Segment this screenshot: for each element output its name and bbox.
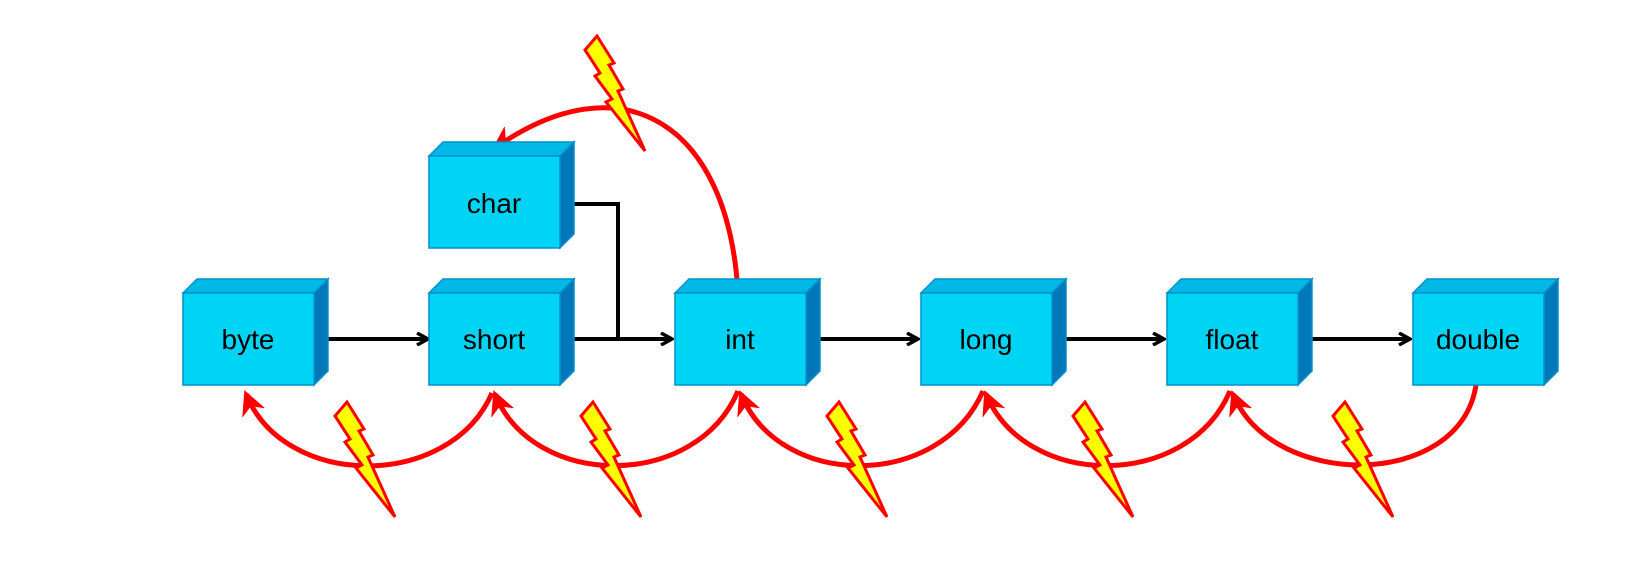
- node-label-long: long: [960, 324, 1013, 355]
- node-label-short: short: [463, 324, 525, 355]
- lightning-bolts: [333, 33, 1395, 518]
- node-label-float: float: [1206, 324, 1259, 355]
- lightning-bolt-icon: [825, 399, 889, 518]
- node-label-char: char: [467, 188, 521, 219]
- widening-arrow-char-int: [559, 202, 640, 341]
- narrowing-arrow-char-from-int: [495, 105, 741, 294]
- lightning-bolt-icon: [333, 399, 397, 518]
- lightning-bolt-icon: [579, 399, 643, 518]
- node-float: float: [1165, 277, 1314, 387]
- node-byte: byte: [181, 277, 330, 387]
- node-double: double: [1411, 277, 1560, 387]
- node-int: int: [673, 277, 822, 387]
- type-boxes: byte short char int long: [181, 140, 1560, 387]
- lightning-bolt-icon: [583, 33, 647, 152]
- node-label-double: double: [1436, 324, 1520, 355]
- lightning-bolt-icon: [1071, 399, 1135, 518]
- node-long: long: [919, 277, 1068, 387]
- node-short: short: [427, 277, 576, 387]
- widening-arrows: [313, 202, 1410, 341]
- node-char: char: [427, 140, 576, 250]
- node-label-byte: byte: [222, 324, 275, 355]
- node-label-int: int: [725, 324, 755, 355]
- lightning-bolt-icon: [1331, 399, 1395, 518]
